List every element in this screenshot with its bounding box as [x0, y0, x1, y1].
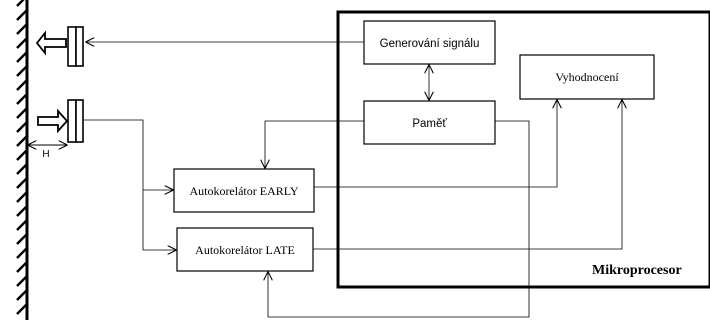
distance-label: H [42, 149, 49, 160]
wall-hatch-line [16, 121, 28, 133]
wall-hatch-line [16, 191, 28, 203]
wall-hatch-line [16, 303, 28, 315]
conn-pamet-to-early [265, 120, 364, 168]
block-generovani-label: Generování signálu [380, 38, 480, 50]
wall-hatch-line [16, 149, 28, 161]
conn-rx-to-early [84, 119, 173, 190]
wall-hatch-line [16, 9, 28, 21]
wall-hatch-line [16, 51, 28, 63]
incoming-arrow-icon [37, 108, 69, 134]
wall-hatch-line [16, 0, 25, 7]
wall-hatch-line [16, 275, 28, 287]
connections [84, 42, 622, 318]
block-vyhodnoceni: Vyhodnocení [519, 54, 655, 100]
block-early-label: Autokorelátor EARLY [189, 184, 298, 198]
wall-hatch-line [16, 107, 28, 119]
conn-rx-to-late [142, 190, 176, 250]
wall-hatch-line [16, 177, 28, 189]
microprocessor-label: Mikroprocesor [592, 263, 682, 278]
block-vyhodnoceni-label: Vyhodnocení [555, 70, 619, 84]
wall-hatch-line [16, 247, 28, 259]
outgoing-arrow-icon [35, 30, 67, 56]
transmitter [35, 26, 84, 67]
wall-hatch-line [16, 135, 28, 147]
block-pamet: Paměť [363, 100, 496, 145]
microprocessor-box [336, 10, 710, 289]
distance-h: H [28, 145, 67, 160]
wall-hatch-line [16, 205, 28, 217]
wall-hatch-line [16, 219, 28, 231]
wall-hatch-line [16, 289, 28, 301]
wall-hatch-line [16, 163, 28, 175]
wall-hatch-line [16, 37, 28, 49]
conn-pamet-to-late [268, 120, 530, 318]
wall-hatch-line [16, 79, 28, 91]
block-pamet-label: Paměť [412, 118, 447, 130]
wall-hatch-line [16, 23, 28, 35]
block-late-label: Autokorelátor LATE [195, 243, 295, 257]
block-early: Autokorelátor EARLY [173, 168, 315, 213]
conn-early-to-vyh [314, 100, 557, 188]
wall-hatch-line [16, 233, 28, 245]
wall-hatch-line [16, 65, 28, 77]
block-generovani: Generování signálu [363, 20, 496, 65]
wall-hatch-line [16, 261, 28, 273]
conn-late-to-vyh [313, 100, 622, 250]
wall [16, 0, 29, 320]
receiver [37, 99, 84, 143]
wall-hatch-line [16, 93, 28, 105]
block-late: Autokorelátor LATE [176, 227, 314, 272]
